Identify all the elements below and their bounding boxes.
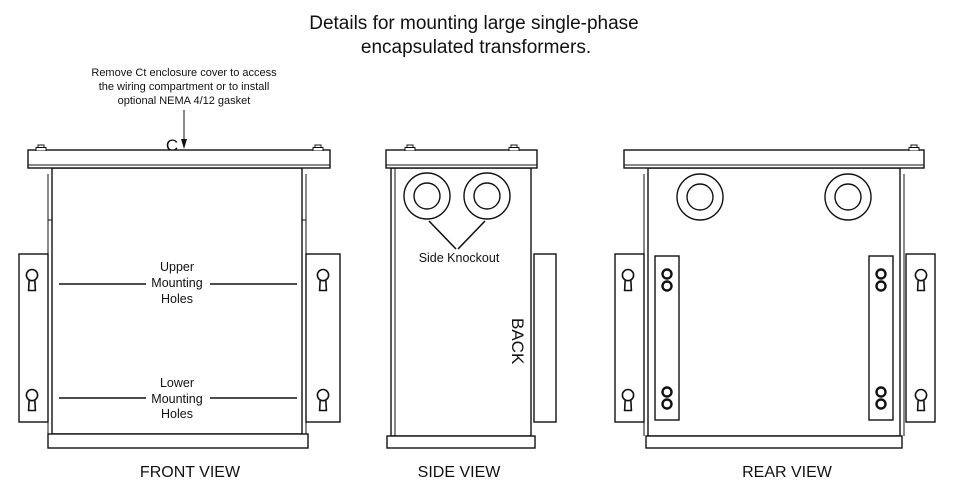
- rear-view: REAR VIEW: [614, 144, 936, 481]
- lower-holes-label-2: Mounting: [151, 392, 202, 406]
- rear-right-lower-keyhole: [914, 388, 928, 412]
- side-cover-bolt-right: [508, 144, 520, 151]
- diagram-title-line2: encapsulated transformers.: [361, 37, 591, 58]
- rear-view-label: REAR VIEW: [742, 464, 833, 481]
- callout-arrowhead: [181, 139, 187, 149]
- side-base: [386, 435, 536, 449]
- rear-base: [645, 435, 903, 449]
- front-base: [47, 433, 309, 449]
- callout-line2: the wiring compartment or to install: [99, 81, 270, 93]
- front-view: Upper Mounting Holes Lower Mounting Hole…: [18, 144, 341, 481]
- front-left-lower-keyhole: [25, 388, 39, 412]
- side-view-label: SIDE VIEW: [418, 464, 502, 481]
- rear-right-upper-keyhole: [914, 268, 928, 292]
- front-right-upper-keyhole: [316, 268, 330, 292]
- front-right-lower-keyhole: [316, 388, 330, 412]
- rear-right-lower-holes: [875, 386, 887, 410]
- rear-left-lower-holes: [661, 386, 673, 410]
- upper-holes-label-3: Holes: [161, 292, 193, 306]
- side-view: Side Knockout BACK SIDE VIEW: [385, 144, 557, 481]
- side-enclosure-cover: [385, 149, 538, 169]
- front-left-upper-keyhole: [25, 268, 39, 292]
- rear-right-upper-holes: [875, 268, 887, 292]
- rear-left-upper-keyhole: [621, 268, 635, 292]
- lower-holes-label-1: Lower: [160, 376, 194, 390]
- cover-callout: Remove Ct enclosure cover to access the …: [91, 67, 277, 155]
- side-knockout-label: Side Knockout: [419, 251, 500, 265]
- rear-left-upper-holes: [661, 268, 673, 292]
- back-label: BACK: [508, 318, 527, 365]
- front-cover-bolt-right: [312, 144, 324, 151]
- lower-holes-label-3: Holes: [161, 407, 193, 421]
- front-view-label: FRONT VIEW: [140, 464, 241, 481]
- rear-left-lower-keyhole: [621, 388, 635, 412]
- side-bracket: [533, 253, 557, 423]
- callout-line1: Remove Ct enclosure cover to access: [91, 67, 277, 79]
- front-enclosure-body: [51, 167, 303, 435]
- front-cover-bolt-left: [35, 144, 47, 151]
- diagram-title-line1: Details for mounting large single-phase: [309, 13, 639, 34]
- rear-enclosure-cover: [623, 149, 925, 169]
- front-enclosure-cover: [27, 149, 331, 169]
- callout-line3: optional NEMA 4/12 gasket: [118, 95, 251, 107]
- rear-cover-bolt-right: [908, 144, 920, 151]
- side-cover-bolt-left: [404, 144, 416, 151]
- upper-holes-label-2: Mounting: [151, 276, 202, 290]
- upper-holes-label-1: Upper: [160, 260, 194, 274]
